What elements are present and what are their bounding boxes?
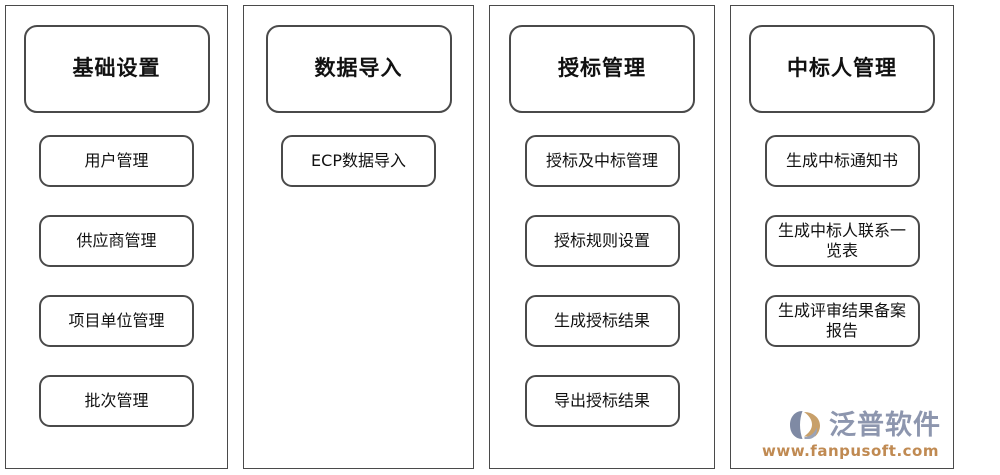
module-item-label: 生成中标通知书 [785, 150, 898, 170]
module-item-label: 生成授标结果 [553, 310, 650, 330]
module-item-generate-review-result-report[interactable]: 生成评审结果备案报告 [764, 295, 920, 347]
module-column-award-management: 授标管理 授标及中标管理 授标规则设置 生成授标结果 导出授标结果 [489, 5, 715, 469]
watermark-url-text: www.fanpusoft.com [761, 442, 939, 460]
module-item-label: 导出授标结果 [553, 390, 650, 410]
module-item-project-unit-management[interactable]: 项目单位管理 [39, 295, 194, 347]
watermark: 泛普软件 www.fanpusoft.com [762, 409, 941, 460]
module-item-award-rule-settings[interactable]: 授标规则设置 [524, 215, 680, 267]
module-item-list-2: ECP数据导入 [244, 135, 473, 187]
module-item-generate-award-notice[interactable]: 生成中标通知书 [764, 135, 920, 187]
module-item-award-and-winning-management[interactable]: 授标及中标管理 [524, 135, 680, 187]
module-column-winner-management: 中标人管理 生成中标通知书 生成中标人联系一览表 生成评审结果备案报告 [730, 5, 954, 469]
module-item-supplier-management[interactable]: 供应商管理 [39, 215, 194, 267]
module-item-generate-winner-contact-list[interactable]: 生成中标人联系一览表 [764, 215, 920, 267]
module-item-list-4: 生成中标通知书 生成中标人联系一览表 生成评审结果备案报告 [731, 135, 953, 347]
column-header-box-3[interactable]: 授标管理 [509, 25, 695, 113]
module-item-list-1: 用户管理 供应商管理 项目单位管理 批次管理 [6, 135, 227, 427]
module-item-label: 授标及中标管理 [545, 150, 658, 170]
column-header-box-2[interactable]: 数据导入 [265, 25, 452, 113]
watermark-brand-row: 泛普软件 [789, 409, 941, 441]
module-item-user-management[interactable]: 用户管理 [39, 135, 194, 187]
module-item-label: 用户管理 [84, 150, 149, 170]
column-header-box-1[interactable]: 基础设置 [23, 25, 210, 113]
fanpu-swoosh-logo-icon [789, 409, 825, 441]
column-header-box-4[interactable]: 中标人管理 [749, 25, 935, 113]
module-item-label: 授标规则设置 [553, 230, 650, 250]
column-header-label-3: 授标管理 [558, 56, 646, 81]
module-item-list-3: 授标及中标管理 授标规则设置 生成授标结果 导出授标结果 [490, 135, 714, 427]
module-item-label: 生成中标人联系一览表 [777, 220, 906, 260]
module-item-label: 项目单位管理 [68, 310, 165, 330]
module-item-generate-award-result[interactable]: 生成授标结果 [524, 295, 680, 347]
module-column-basic-settings: 基础设置 用户管理 供应商管理 项目单位管理 批次管理 [5, 5, 228, 469]
watermark-brand-text: 泛普软件 [829, 409, 941, 441]
module-column-data-import: 数据导入 ECP数据导入 [243, 5, 474, 469]
module-item-label: 供应商管理 [76, 230, 157, 250]
module-item-ecp-data-import[interactable]: ECP数据导入 [281, 135, 436, 187]
module-item-export-award-result[interactable]: 导出授标结果 [524, 375, 680, 427]
column-header-label-4: 中标人管理 [787, 56, 897, 81]
module-item-label: ECP数据导入 [311, 150, 406, 170]
module-item-batch-management[interactable]: 批次管理 [39, 375, 194, 427]
column-header-label-2: 数据导入 [314, 56, 403, 81]
module-item-label: 生成评审结果备案报告 [777, 300, 906, 340]
module-item-label: 批次管理 [84, 390, 149, 410]
column-header-label-1: 基础设置 [72, 56, 161, 81]
